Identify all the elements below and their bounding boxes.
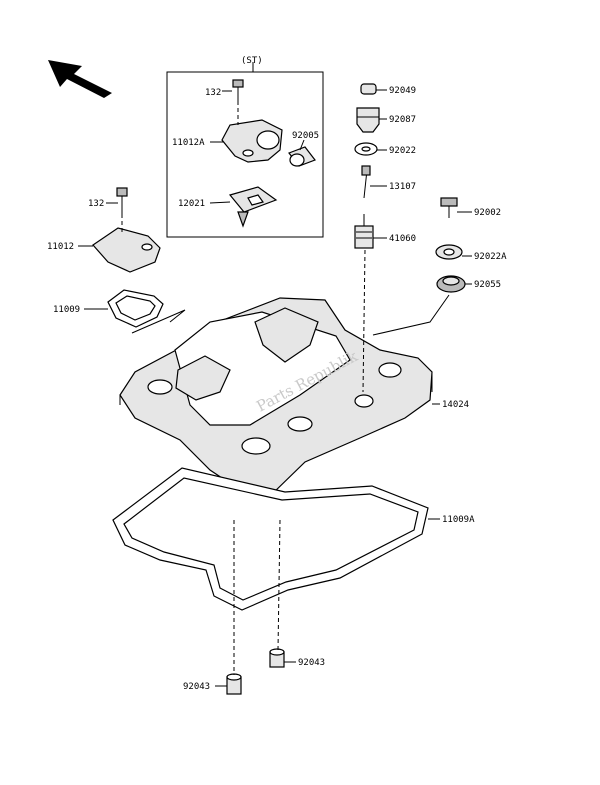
part-washer-92022 [354,142,378,156]
part-bolt-92002 [440,197,458,218]
leader-lines [78,89,472,687]
callout-92022: 92022 [389,146,416,156]
part-bolt-132 [232,79,244,101]
part-bolt-132-left [116,187,128,214]
callout-11009: 11009 [53,305,80,315]
callout-92002: 92002 [474,208,501,218]
callout-11012: 11012 [47,242,74,252]
callout-41060: 41060 [389,234,416,244]
part-sleeve-92043-right [269,648,285,668]
set-frame: (ST) [166,56,324,238]
callout-92043-right: 92043 [298,658,325,668]
callout-92022A: 92022A [474,252,507,262]
part-cover-11012 [92,227,161,273]
callout-92049: 92049 [389,86,416,96]
callout-92055: 92055 [474,280,501,290]
set-label: (ST) [241,56,263,66]
front-direction-arrow [48,60,112,98]
callout-92043-left: 92043 [183,682,210,692]
part-grommet-92055 [436,275,466,293]
part-cap-92005 [288,146,316,167]
part-gasket-11009A [112,467,429,611]
callout-13107: 13107 [389,182,416,192]
callout-11012A: 11012A [172,138,205,148]
part-cylinder-head-cover-14024 [119,297,433,497]
callout-132-left: 132 [88,199,104,209]
part-breather-cover-11012A [221,119,283,163]
callout-14024: 14024 [442,400,469,410]
part-sleeve-92043-left [226,673,242,695]
callout-92005: 92005 [292,131,319,141]
callout-labels: 132 11012A 92005 12021 132 11012 11009 9… [47,86,507,692]
callout-92087: 92087 [389,115,416,125]
part-cap-92049 [360,83,377,95]
part-gasket-11009 [107,289,164,328]
part-cable-13107 [361,165,371,199]
callout-11009A: 11009A [442,515,475,525]
part-grommet-92087 [356,107,380,133]
part-plate-12021 [228,186,278,228]
part-washer-92022A [435,244,463,260]
callout-132-top: 132 [205,88,221,98]
part-gear-41060 [354,214,374,249]
callout-12021: 12021 [178,199,205,209]
